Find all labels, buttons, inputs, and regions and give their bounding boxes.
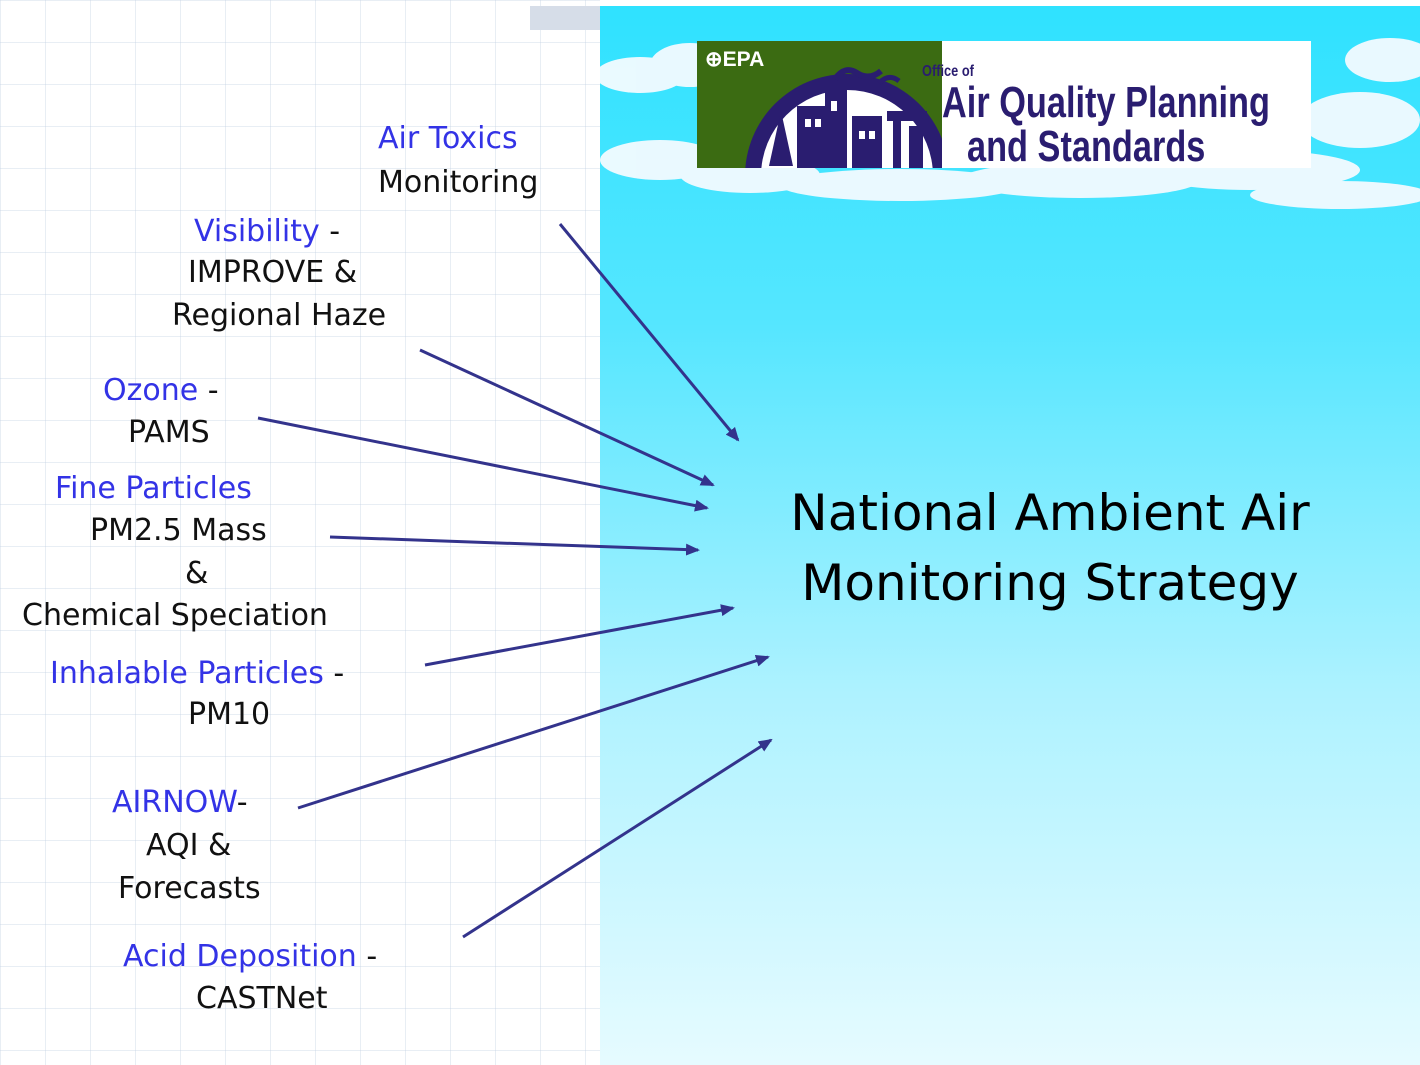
program-air-toxics-name: Air Toxics [378, 121, 518, 156]
program-inhalable-particles-dash: - [333, 656, 345, 691]
strategy-title-line-1: National Ambient Air [790, 484, 1310, 542]
grid-background [0, 0, 600, 1065]
program-acid-deposition-detail-1: CASTNet [196, 981, 328, 1016]
program-acid-deposition-heading: Acid Deposition - [123, 936, 377, 978]
program-acid-deposition-dash: - [366, 939, 378, 974]
logo-office-of: Office of [922, 63, 974, 80]
logo-emblem: ⊕EPA [697, 41, 942, 168]
logo-and-standards: and Standards [967, 122, 1206, 171]
program-acid-deposition-name: Acid Deposition [123, 939, 357, 974]
city-emblem-icon [745, 67, 942, 168]
corner-block [530, 6, 600, 30]
epa-wordmark: ⊕EPA [705, 48, 765, 71]
program-air-toxics-detail-1: Monitoring [378, 165, 539, 200]
program-airnow-detail-2: Forecasts [118, 871, 261, 906]
program-ozone-detail-1: PAMS [128, 415, 210, 450]
program-inhalable-particles-name: Inhalable Particles [50, 656, 324, 691]
program-airnow-name: AIRNOW [112, 785, 237, 820]
program-ozone-heading: Ozone - [103, 370, 219, 412]
program-fine-particles-detail-1: PM2.5 Mass [90, 513, 267, 548]
program-visibility-detail-1: IMPROVE & [188, 255, 358, 290]
logo-air-quality-planning: Air Quality Planning [942, 78, 1270, 127]
program-visibility-name: Visibility [194, 214, 320, 249]
program-visibility-heading: Visibility - [194, 211, 340, 253]
program-airnow-dash: - [236, 785, 248, 820]
program-fine-particles-detail-3: Chemical Speciation [22, 598, 328, 633]
strategy-title: National Ambient Air Monitoring Strategy [700, 478, 1400, 618]
strategy-title-line-2: Monitoring Strategy [801, 554, 1299, 612]
program-visibility-detail-2: Regional Haze [172, 298, 387, 333]
program-fine-particles-detail-2: & [185, 556, 209, 591]
program-inhalable-particles-heading: Inhalable Particles - [50, 653, 344, 695]
program-airnow-heading: AIRNOW- [112, 782, 248, 824]
program-fine-particles-name: Fine Particles [55, 471, 252, 506]
program-airnow-detail-1: AQI & [146, 828, 232, 863]
program-visibility-dash: - [329, 214, 341, 249]
program-inhalable-particles-detail-1: PM10 [188, 697, 271, 732]
epa-oaqps-logo: ⊕EPA Office of Air Quality Planning and … [697, 41, 1311, 171]
program-ozone-name: Ozone [103, 373, 199, 408]
program-ozone-dash: - [207, 373, 219, 408]
